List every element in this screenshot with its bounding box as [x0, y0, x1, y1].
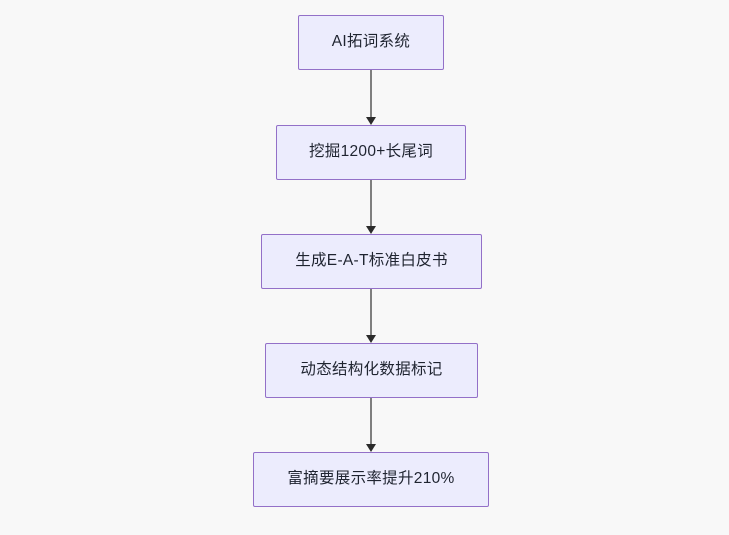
connector-line [370, 70, 372, 117]
flow-connector-4 [365, 398, 377, 452]
connector-line [370, 180, 372, 226]
flow-node-label: 富摘要展示率提升210% [287, 470, 455, 488]
flow-connector-2 [365, 180, 377, 234]
flow-node-5[interactable]: 富摘要展示率提升210% [253, 452, 489, 507]
flow-node-label: 动态结构化数据标记 [300, 361, 443, 379]
connector-line [370, 398, 372, 444]
flow-node-3[interactable]: 生成E-A-T标准白皮书 [261, 234, 482, 289]
flow-node-2[interactable]: 挖掘1200+长尾词 [276, 125, 466, 180]
flow-node-label: 生成E-A-T标准白皮书 [295, 252, 448, 270]
flow-node-4[interactable]: 动态结构化数据标记 [265, 343, 478, 398]
arrowhead-icon [366, 335, 376, 343]
connector-line [370, 289, 372, 335]
arrowhead-icon [366, 444, 376, 452]
flow-connector-3 [365, 289, 377, 343]
flow-connector-1 [365, 70, 377, 125]
flow-node-label: AI拓词系统 [331, 33, 411, 51]
arrowhead-icon [366, 117, 376, 125]
arrowhead-icon [366, 226, 376, 234]
flow-node-1[interactable]: AI拓词系统 [298, 15, 444, 70]
flow-node-label: 挖掘1200+长尾词 [308, 143, 434, 161]
